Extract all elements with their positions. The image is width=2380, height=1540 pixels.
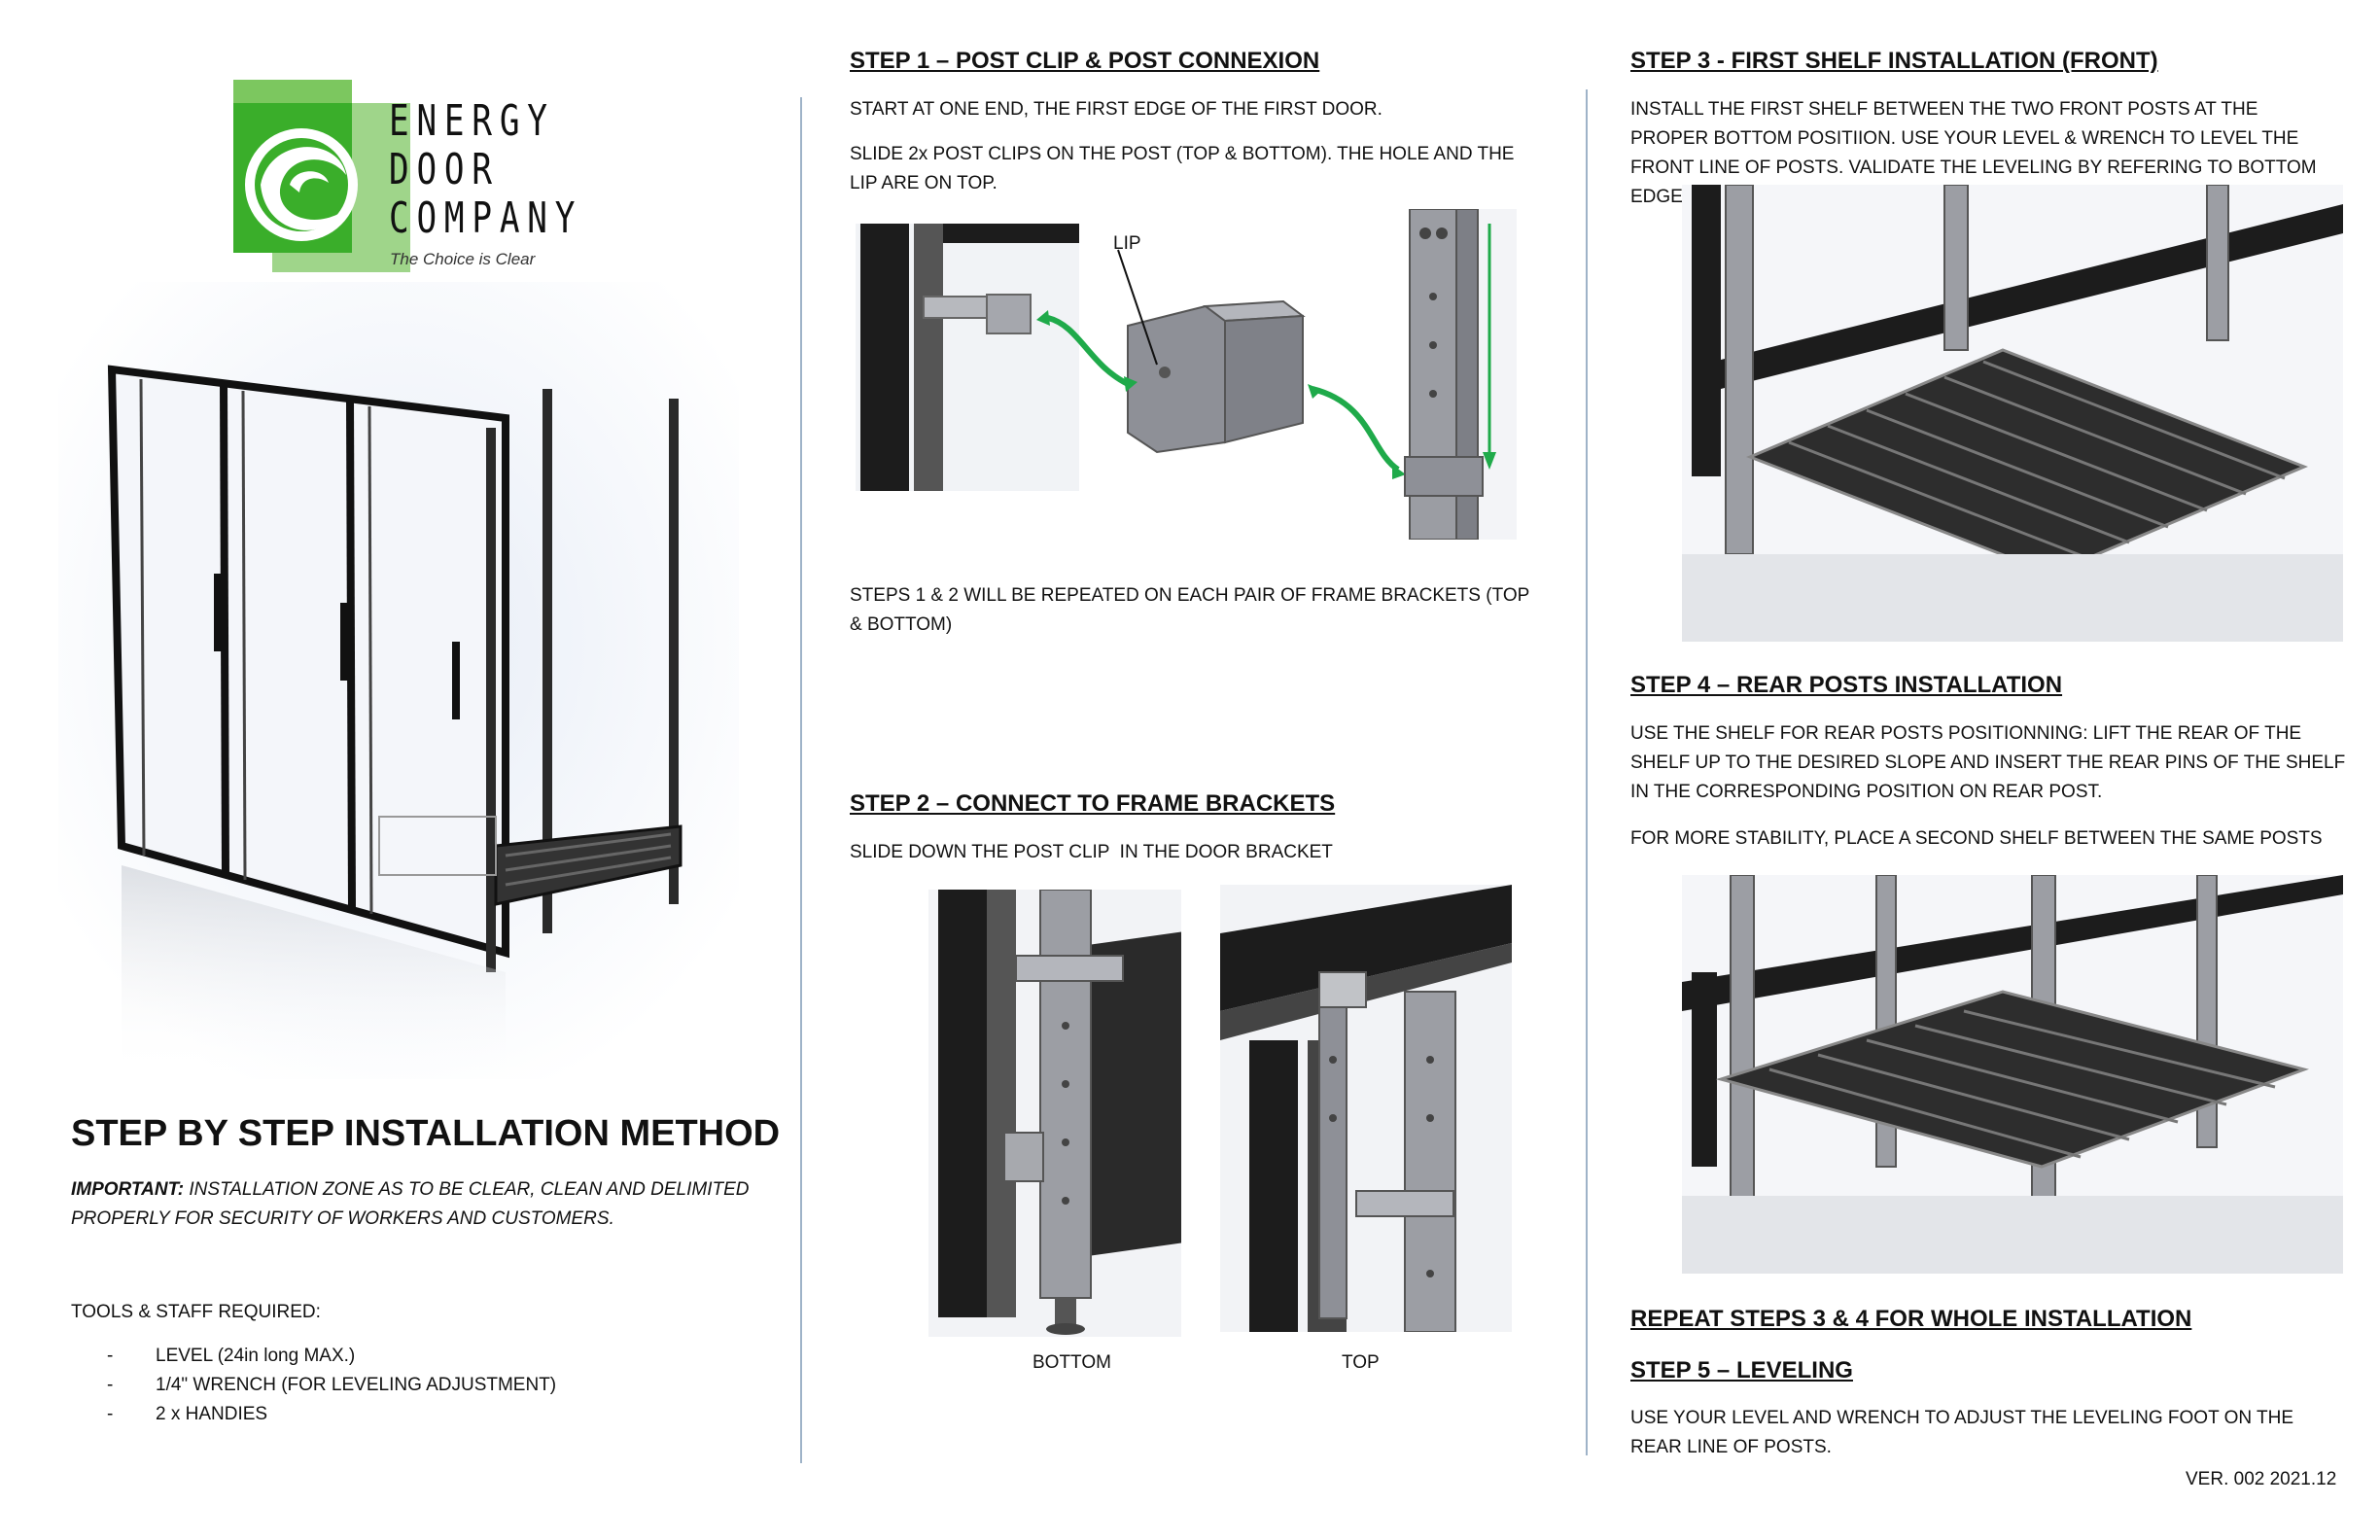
step4-p1: USE THE SHELF FOR REAR POSTS POSITIONNIN…	[1630, 723, 2346, 802]
step1-p1: START AT ONE END, THE FIRST EDGE OF THE …	[850, 99, 1382, 120]
list-item: - 1/4" WRENCH (FOR LEVELING ADJUSTMENT)	[97, 1371, 556, 1400]
column-divider-2	[1586, 89, 1588, 1455]
bullet: -	[107, 1346, 114, 1366]
brand-line-2: DOOR	[389, 145, 500, 194]
tools-heading: TOOLS & STAFF REQUIRED:	[71, 1302, 321, 1322]
list-item: - 2 x HANDIES	[97, 1400, 556, 1429]
step5-heading: STEP 5 – LEVELING	[1630, 1357, 1853, 1383]
column-divider-1	[800, 97, 802, 1463]
company-logo	[231, 78, 581, 274]
step2-bottom-illustration	[928, 890, 1181, 1337]
caption-top: TOP	[1342, 1352, 1380, 1373]
tool-level: LEVEL (24in long MAX.)	[156, 1346, 356, 1366]
important-note: IMPORTANT: INSTALLATION ZONE AS TO BE CL…	[71, 1175, 752, 1234]
step3-illustration	[1682, 185, 2343, 642]
step2-heading: STEP 2 – CONNECT TO FRAME BRACKETS	[850, 790, 1336, 817]
version-label: VER. 002 2021.12	[2186, 1469, 2337, 1489]
lip-label: LIP	[1113, 233, 1141, 254]
list-item: - LEVEL (24in long MAX.)	[97, 1342, 556, 1371]
page-title: STEP BY STEP INSTALLATION METHOD	[71, 1113, 781, 1154]
brand-line-1: ENERGY	[389, 96, 555, 146]
important-label: IMPORTANT:	[71, 1179, 185, 1200]
step1-illustration	[856, 209, 1526, 540]
step2-top-illustration	[1220, 885, 1512, 1332]
tool-handies: 2 x HANDIES	[156, 1404, 268, 1424]
step5-p1: USE YOUR LEVEL AND WRENCH TO ADJUST THE …	[1630, 1408, 2294, 1457]
step1-heading: STEP 1 – POST CLIP & POST CONNEXION	[850, 48, 1320, 74]
tool-wrench: 1/4" WRENCH (FOR LEVELING ADJUSTMENT)	[156, 1375, 557, 1395]
bullet: -	[107, 1404, 114, 1424]
caption-bottom: BOTTOM	[1032, 1352, 1111, 1373]
brand-tagline: The Choice is Clear	[390, 250, 536, 268]
bullet: -	[107, 1375, 114, 1395]
brand-name: ENERGY DOOR COMPANY	[389, 97, 582, 243]
logo-swirl-icon	[233, 80, 410, 274]
step4-heading: STEP 4 – REAR POSTS INSTALLATION	[1630, 672, 2063, 698]
step4-p2: FOR MORE STABILITY, PLACE A SECOND SHELF…	[1630, 828, 2323, 849]
step3-heading: STEP 3 - FIRST SHELF INSTALLATION (FRONT…	[1630, 48, 2158, 74]
step1-p2: SLIDE 2x POST CLIPS ON THE POST (TOP & B…	[850, 144, 1515, 193]
step2-p1: SLIDE DOWN THE POST CLIP IN THE DOOR BRA…	[850, 842, 1333, 862]
step4-illustration	[1682, 875, 2343, 1274]
overview-illustration	[58, 282, 739, 1079]
step1-note: STEPS 1 & 2 WILL BE REPEATED ON EACH PAI…	[850, 585, 1529, 635]
brand-line-3: COMPANY	[389, 193, 583, 243]
repeat-heading: REPEAT STEPS 3 & 4 FOR WHOLE INSTALLATIO…	[1630, 1306, 2192, 1332]
important-text: INSTALLATION ZONE AS TO BE CLEAR, CLEAN …	[71, 1179, 750, 1229]
tools-list: - LEVEL (24in long MAX.) - 1/4" WRENCH (…	[97, 1342, 556, 1429]
